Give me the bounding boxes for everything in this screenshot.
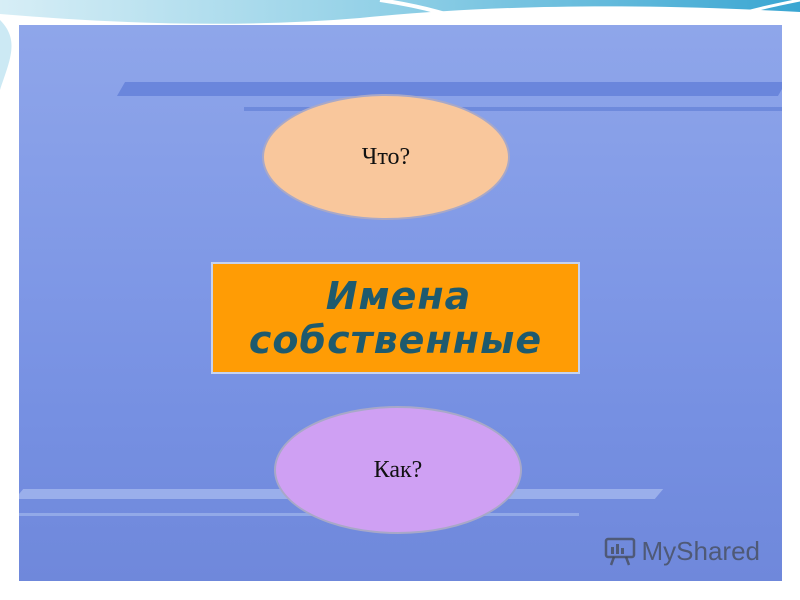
question-bubble-what: Что? (262, 94, 510, 220)
question-what-text: Что? (361, 143, 411, 170)
decorative-streak (19, 513, 579, 516)
watermark: MyShared (604, 536, 761, 567)
slide: Что? Имена собственные Как? MyShared (19, 25, 782, 581)
title-line-1: Имена (325, 274, 472, 318)
question-how-text: Как? (373, 456, 423, 483)
presentation-board-icon (604, 537, 635, 565)
title-line-2: собственные (248, 318, 543, 362)
title-box: Имена собственные (211, 262, 580, 374)
decorative-streak (116, 82, 782, 96)
top-wave-decoration (0, 0, 800, 90)
question-bubble-how: Как? (274, 406, 522, 534)
decorative-streak (244, 107, 782, 111)
watermark-text: MyShared (641, 536, 761, 566)
